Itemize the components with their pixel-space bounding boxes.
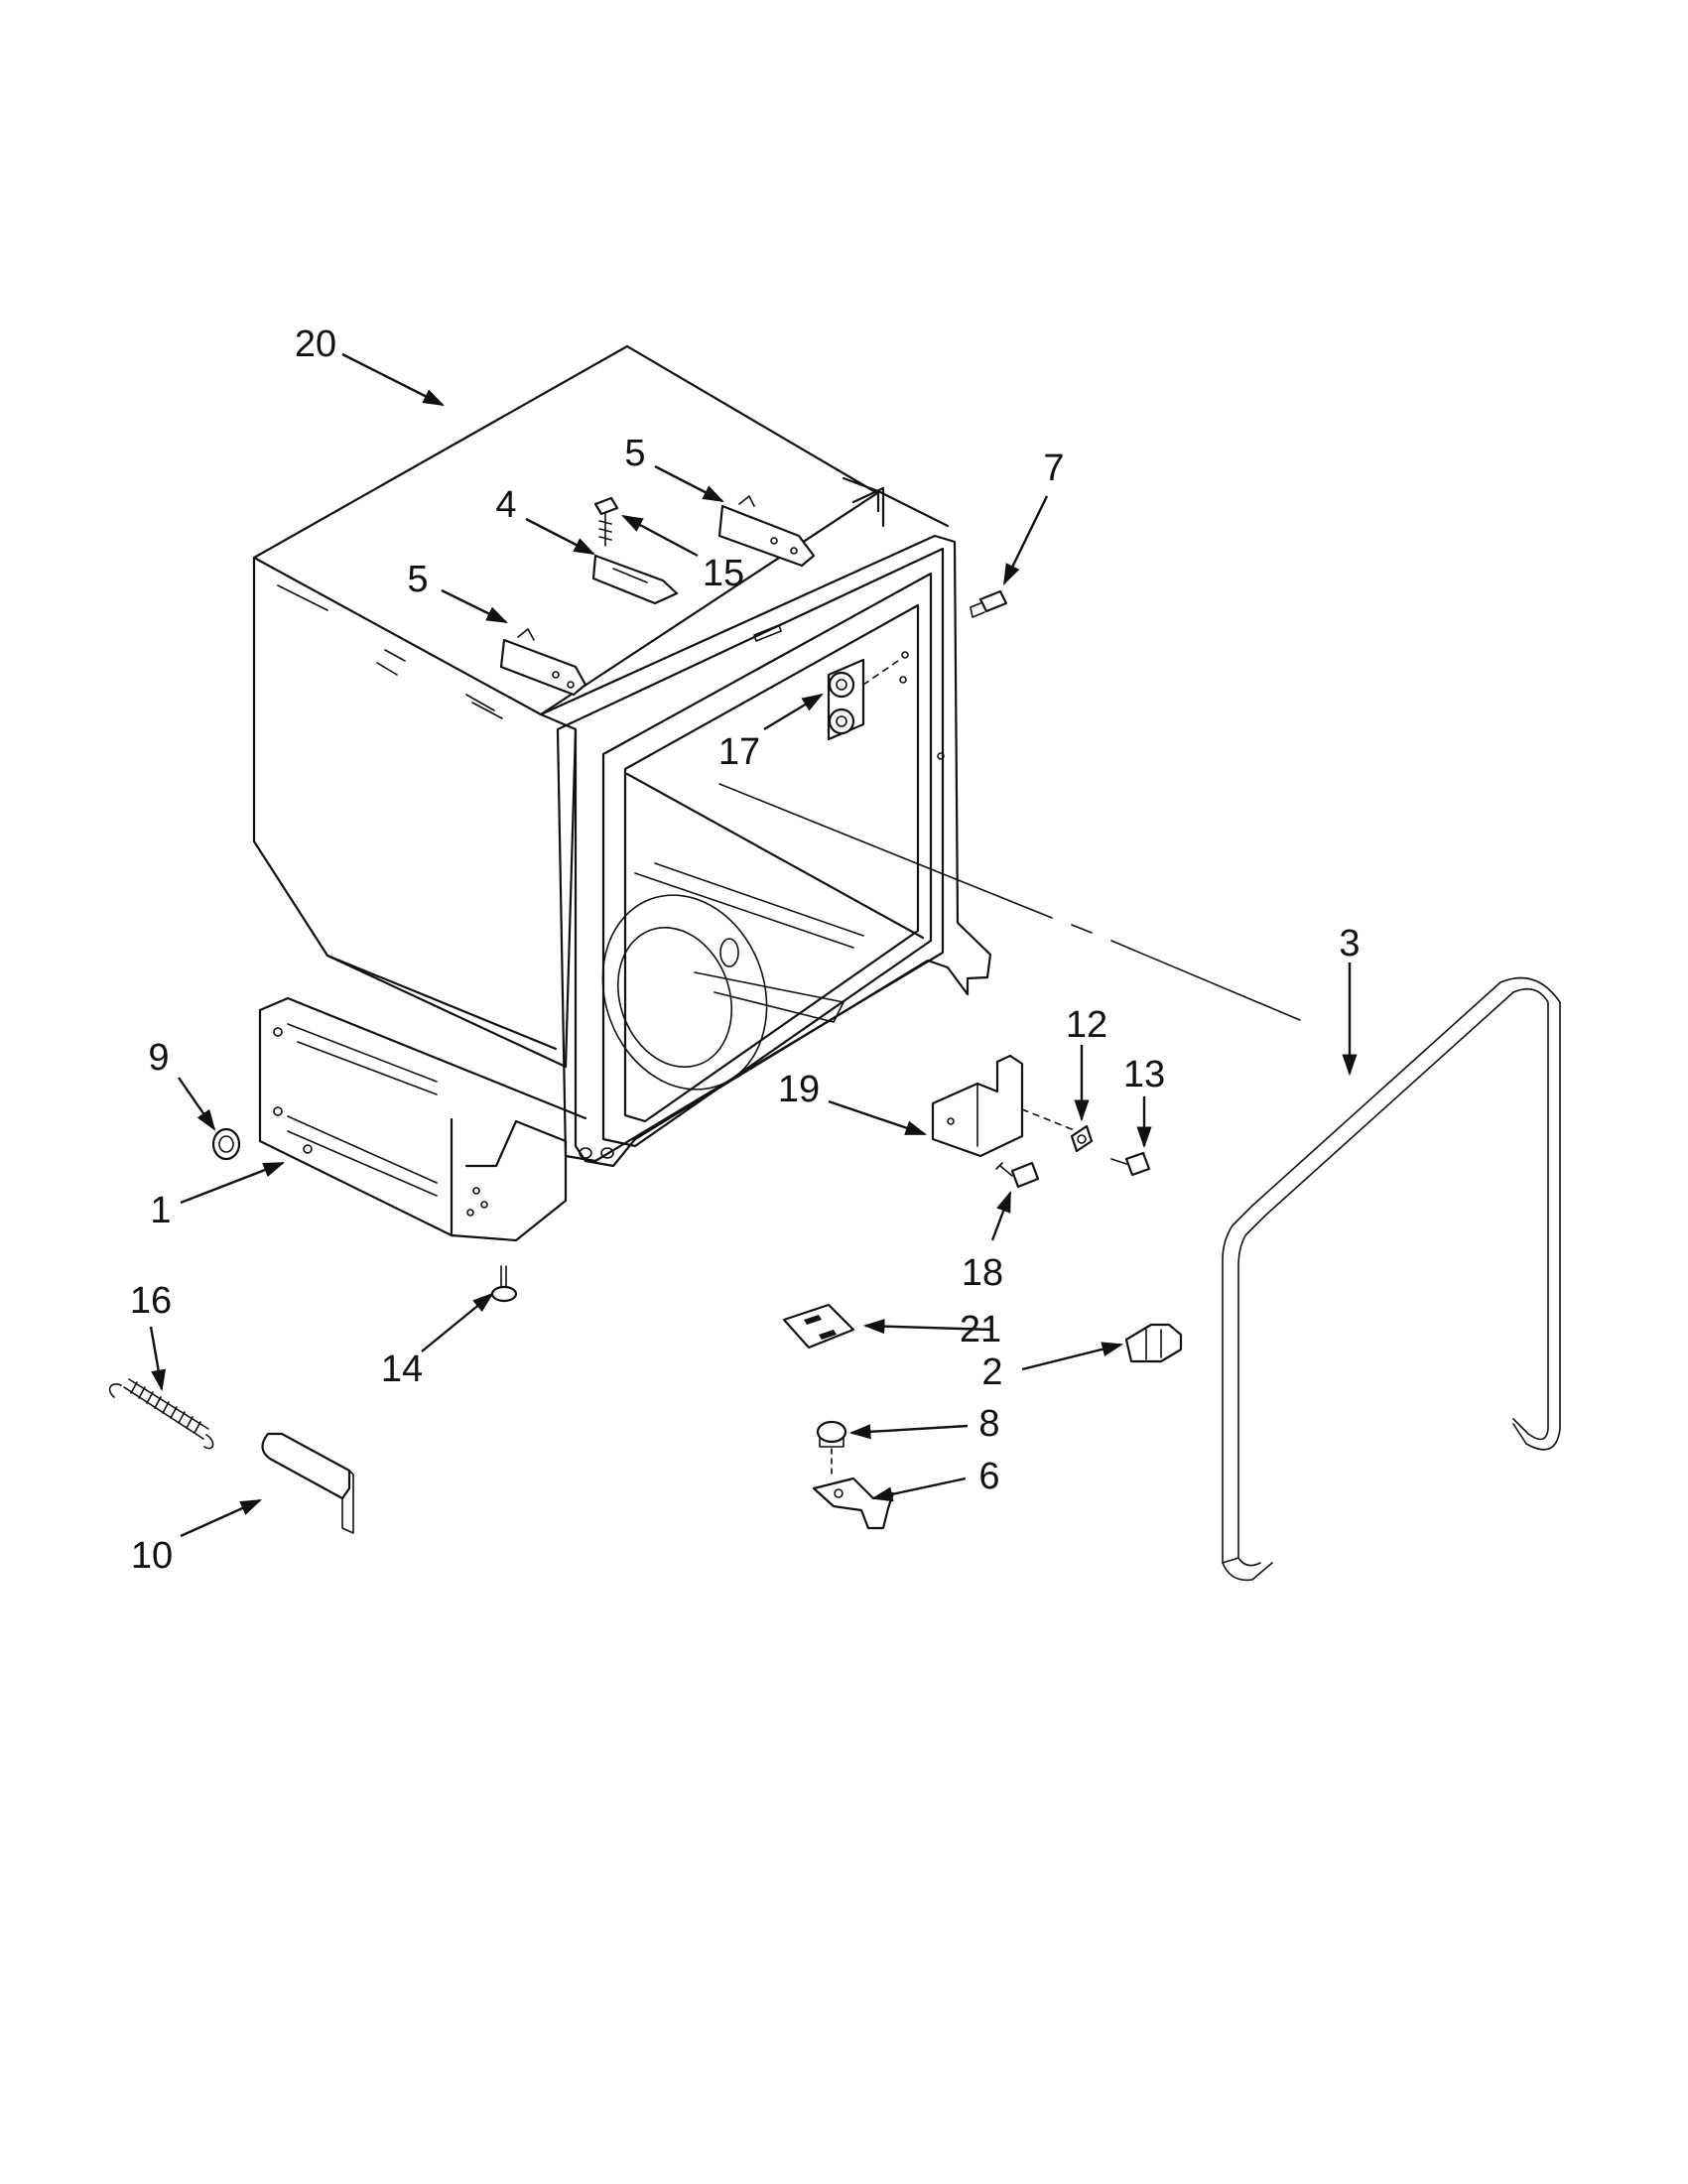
callout-4: 4: [495, 484, 516, 526]
mounting-bracket-lower: [499, 628, 587, 697]
door-roller-assembly: [827, 658, 899, 741]
mounting-bracket-upper: [717, 495, 816, 568]
screw-15: [593, 496, 619, 547]
callout-16: 16: [130, 1280, 172, 1322]
leveling-nut: [211, 1127, 241, 1161]
callout-10: 10: [131, 1535, 173, 1577]
callout-6: 6: [978, 1456, 999, 1497]
callout-15: 15: [703, 553, 744, 594]
dishwasher-tub: [252, 344, 992, 1242]
callout-17: 17: [718, 731, 760, 773]
callout-2: 2: [981, 1351, 1002, 1393]
callout-21: 21: [960, 1309, 1001, 1350]
callout-5-upper: 5: [624, 433, 645, 474]
door-gasket: [1222, 976, 1561, 1582]
alignment-line: [718, 783, 1301, 1021]
callout-8: 8: [978, 1403, 999, 1445]
leveling-leg: [490, 1265, 518, 1303]
thermostat: [816, 1420, 847, 1479]
callout-7: 7: [1043, 448, 1064, 489]
screw-13: [1110, 1151, 1151, 1177]
screw-18: [995, 1161, 1040, 1189]
callout-3: 3: [1339, 923, 1360, 964]
anti-tip-bracket: [931, 1054, 1078, 1158]
callout-9: 9: [148, 1037, 169, 1079]
thermostat-bracket: [812, 1477, 895, 1530]
callout-12: 12: [1066, 1004, 1107, 1046]
vent-cover: [261, 1432, 354, 1534]
callout-14: 14: [381, 1349, 423, 1390]
callout-18: 18: [962, 1252, 1003, 1294]
callout-labels: 20 5 5 4 15 7 17 3 9 12 13 19 1 18 16 21…: [130, 323, 1361, 1577]
callout-19: 19: [778, 1069, 820, 1110]
callout-5-lower: 5: [407, 559, 428, 600]
clip-nut: [1070, 1124, 1094, 1153]
callout-1: 1: [150, 1190, 171, 1231]
leader-lines: [149, 352, 1358, 1538]
screw-7: [970, 589, 1008, 618]
door-spring: [108, 1378, 214, 1450]
door-strike-clip: [1124, 1323, 1183, 1363]
wiring-label: [782, 1303, 855, 1349]
mounting-plate: [591, 554, 679, 605]
callout-13: 13: [1123, 1054, 1165, 1095]
callout-20: 20: [295, 323, 336, 365]
